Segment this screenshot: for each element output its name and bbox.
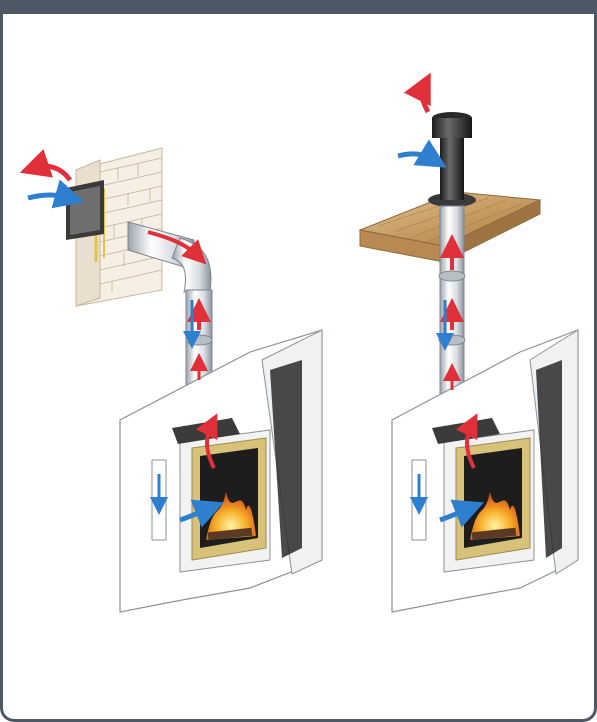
wall-terminal-system — [28, 148, 322, 612]
exhaust-arrow-roof — [422, 86, 428, 112]
fireplace-surround-right — [392, 330, 578, 612]
roof-flue-system — [360, 86, 578, 612]
exhaust-arrow-wall — [34, 166, 70, 180]
intake-arrow-roof — [398, 154, 434, 160]
intake-arrow-wall — [28, 195, 70, 198]
fireplace-surround-left — [120, 330, 322, 612]
